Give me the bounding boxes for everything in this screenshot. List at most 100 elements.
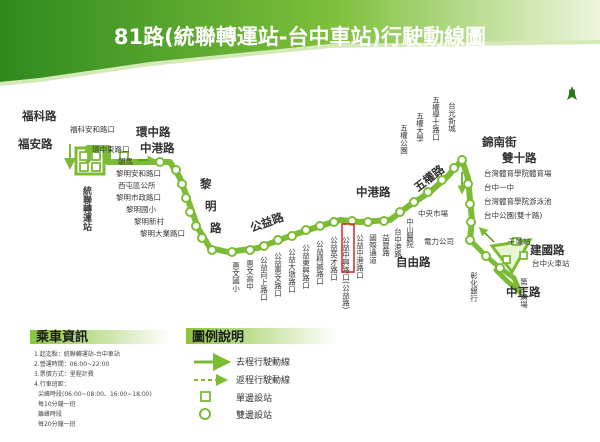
stop-label: 台中一中 (484, 182, 514, 192)
stop-label: 台中港路 (393, 227, 402, 258)
legend-heading: 圖例說明 (192, 329, 244, 345)
ride-info-line: 每20分鐘一班 (38, 420, 76, 428)
stop-circle (363, 217, 373, 227)
stop-label: 五權大學 (415, 112, 424, 143)
stop-circle (181, 193, 191, 203)
stop-label: 公益向上路口 (259, 256, 268, 301)
compass-label: N (568, 89, 576, 99)
north-arrow-icon: N (567, 86, 577, 100)
stop-square (512, 237, 521, 246)
stop-circle (449, 163, 459, 173)
terminal-label: 統聯轉運站 (81, 185, 92, 232)
stop-circle (227, 247, 237, 257)
stop-label: 惠文高中 (245, 259, 254, 292)
stop-circle (465, 235, 475, 245)
stop-label: 千城站 (508, 236, 531, 246)
stop-circle (155, 157, 165, 167)
stop-square (79, 162, 89, 172)
stop-label: 國際通道 (368, 234, 377, 265)
stop-square (79, 151, 89, 161)
stop-labels-left: 福科安和路口 環中東路口 朝馬 黎明安和路口 西屯區公所 黎明市政路口 黎明國小… (70, 124, 185, 238)
ride-info-line: 每10分鐘一班 (38, 400, 76, 408)
stop-circle (423, 187, 433, 197)
stop-circle (177, 179, 187, 189)
stop-circle (466, 217, 476, 227)
stop-label: 彰化銀行 (469, 271, 478, 304)
stop-circle (287, 231, 297, 241)
stop-circle (409, 197, 419, 207)
legend-item: 返程行駛動線 (236, 374, 290, 386)
stop-label: 公益精誠路口 (315, 240, 324, 285)
stop-circle (191, 221, 201, 231)
stop-circle (495, 263, 505, 273)
road-jianguo: 建國路 (530, 243, 565, 257)
stop-markers (155, 155, 505, 273)
stop-circle (315, 221, 325, 231)
stop-square (91, 162, 101, 172)
legend-item: 雙邊設站 (236, 409, 272, 421)
stop-label: 西屯區公所 (118, 180, 156, 190)
stop-label: 台灣體育學院體育場 (484, 168, 552, 178)
stop-circle (379, 216, 389, 226)
legend: 圖例說明 去程行駛動線 返程行駛動線 單邊設站 雙邊設站 (186, 328, 336, 421)
stop-label: 黎明安和路口 (116, 168, 161, 178)
stop-label: 益豐路 (381, 233, 390, 257)
page-title: 81路(統聯轉運站-台中車站)行駛動線圖 (114, 25, 486, 49)
stop-square (519, 251, 528, 260)
ride-info-heading: 乘車資訊 (35, 329, 88, 345)
stop-square (119, 151, 129, 161)
road-liming-3: 路 (210, 221, 222, 235)
road-liming-2: 明 (205, 199, 217, 213)
stop-label: 公益東興路口 (301, 244, 310, 289)
stop-label: 第一廣場 (519, 277, 528, 310)
stop-label: 台灣體育學院游泳池 (484, 196, 552, 206)
stop-circle (185, 207, 195, 217)
double-stop-swatch (199, 408, 211, 420)
road-jinnan: 錦南街 (481, 135, 517, 149)
stop-circle (171, 165, 181, 175)
stop-labels-bottom: 惠文國小 惠文高中 公益向上路口 公益惠文路口 公益大墩路口 公益東興路口 公益… (231, 208, 448, 309)
stop-label: 公益大墩路口 (287, 248, 296, 293)
stop-label: 中山醫院 (405, 217, 414, 250)
stop-circle (273, 235, 283, 245)
ride-info-line: 4.行車班距： (34, 380, 70, 388)
stop-label: 台中火車站 (532, 258, 570, 268)
stop-labels-wuquan: 五權公園 五權大學 五權學士路口 台光新城 (399, 96, 456, 155)
stop-label: 黎明國小 (126, 204, 156, 214)
stop-circle (207, 245, 217, 255)
stop-label: 黎明新村 (134, 216, 164, 226)
ride-info-line: 1.起迄點：統聯轉運站-台中車站 (34, 350, 120, 358)
stop-labels-southeast: 電力公司 千城站 台中火車站 彰化銀行 第一廣場 (424, 236, 570, 309)
ride-info-line: 離峰時段 (38, 410, 62, 418)
legend-item: 單邊設站 (236, 392, 272, 404)
stop-label: 台光新城 (447, 101, 456, 134)
road-zhonggang-mid: 中港路 (356, 185, 391, 199)
stop-circle (197, 233, 207, 243)
stop-label: 黎明大業路口 (140, 228, 185, 238)
stop-circle (395, 207, 405, 217)
stop-label: 惠文國小 (231, 261, 240, 294)
stop-circle (463, 179, 473, 189)
stop-label: 電力公司 (424, 236, 454, 246)
stop-square (502, 255, 511, 264)
stop-label: 台中公園(雙十路) (484, 210, 542, 220)
stop-circle (457, 155, 467, 165)
stop-circle (481, 251, 491, 261)
stop-labels-right: 台灣體育學院體育場 台中一中 台灣體育學院游泳池 台中公園(雙十路) (484, 168, 552, 220)
title-banner: 81路(統聯轉運站-台中車站)行駛動線圖 (0, 0, 600, 86)
stop-circle (301, 225, 311, 235)
stop-label: 朝馬 (118, 157, 133, 166)
stop-square (91, 151, 101, 161)
stop-circle (329, 217, 339, 227)
road-shuangshi: 雙十路 (502, 151, 537, 165)
stop-circle (347, 216, 357, 226)
road-huanzhong: 環中路 (136, 125, 171, 139)
road-zhonggang-left: 中港路 (140, 141, 175, 155)
stop-label: 公益英才路口 (329, 236, 338, 281)
road-liming-1: 黎 (200, 177, 212, 191)
ride-info-line: 3.票價方式：里程計費 (34, 370, 94, 378)
single-stop-swatch (200, 391, 211, 402)
stop-label: 黎明市政路口 (116, 192, 161, 202)
stop-label: 中央市場 (418, 208, 448, 218)
